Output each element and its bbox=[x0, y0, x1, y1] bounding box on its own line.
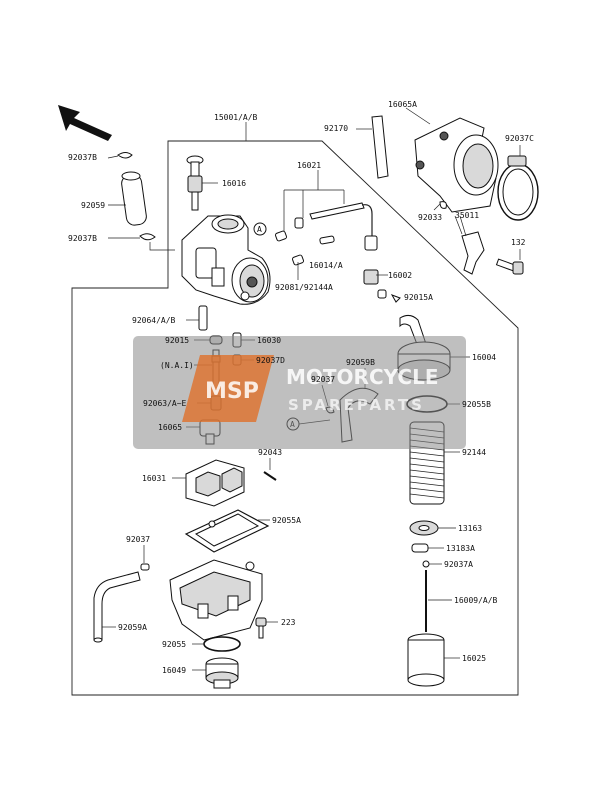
clip-92037-left-icon bbox=[140, 563, 150, 571]
tube-92059-icon bbox=[121, 171, 147, 226]
label-92063: 92063/A~E bbox=[143, 399, 187, 408]
clip-13183A-icon bbox=[411, 543, 429, 553]
clip-92033-icon bbox=[439, 201, 447, 209]
watermark-logo: MSP bbox=[182, 355, 274, 422]
watermark-logo-text: MSP bbox=[205, 379, 259, 404]
washer-13163-icon bbox=[409, 520, 439, 536]
float-16031-icon bbox=[185, 459, 245, 507]
label-16030: 16030 bbox=[257, 336, 281, 345]
label-13163: 13163 bbox=[458, 524, 482, 533]
label-92037C: 92037C bbox=[505, 134, 534, 143]
throttle-valve-16025-icon bbox=[407, 633, 445, 687]
label-92037A: 92037A bbox=[444, 560, 473, 569]
clamp-92037C-icon bbox=[497, 155, 539, 221]
label-92059A: 92059A bbox=[118, 623, 147, 632]
oring-92055-icon bbox=[203, 636, 241, 652]
strap-92170-icon bbox=[371, 115, 389, 179]
label-92055: 92055 bbox=[162, 640, 186, 649]
needle-nut-16002-icon bbox=[363, 269, 387, 299]
label-132: 132 bbox=[511, 238, 526, 247]
throttle-screw-16016-icon bbox=[186, 155, 204, 211]
label-16031: 16031 bbox=[142, 474, 166, 483]
label-92033: 92033 bbox=[418, 213, 442, 222]
label-16002: 16002 bbox=[388, 271, 412, 280]
label-16065A: 16065A bbox=[388, 100, 417, 109]
watermark-title: MOTORCYCLE bbox=[286, 365, 438, 389]
label-92059B: 92059B bbox=[346, 358, 375, 367]
carburetor-body-icon bbox=[181, 214, 271, 305]
assembly-frame bbox=[71, 140, 519, 696]
cable-assembly-16021-icon bbox=[274, 202, 378, 266]
label-13183A: 13183A bbox=[446, 544, 475, 553]
label-92055A: 92055A bbox=[272, 516, 301, 525]
watermark: MSP MOTORCYCLE SPAREPARTS bbox=[133, 336, 466, 449]
clip-92037B-bottom-icon bbox=[139, 233, 156, 241]
clip-92037A-icon bbox=[422, 560, 430, 568]
label-92037B-top: 92037B bbox=[68, 153, 97, 162]
label-nai: (N.A.I) bbox=[160, 361, 194, 370]
label-92037-mid: 92037 bbox=[311, 375, 335, 384]
label-16025: 16025 bbox=[462, 654, 486, 663]
intake-manifold-16065A-icon bbox=[414, 117, 499, 213]
label-16021: 16021 bbox=[297, 161, 321, 170]
label-92043: 92043 bbox=[258, 448, 282, 457]
label-92144: 92144 bbox=[462, 448, 486, 457]
label-92055B: 92055B bbox=[462, 400, 491, 409]
label-16049: 16049 bbox=[162, 666, 186, 675]
front-direction-arrow-icon bbox=[58, 105, 112, 141]
float-bowl-icon bbox=[169, 559, 263, 641]
label-92059: 92059 bbox=[81, 201, 105, 210]
label-16014A: 16014/A bbox=[309, 261, 343, 270]
label-92015A: 92015A bbox=[404, 293, 433, 302]
label-16065: 16065 bbox=[158, 423, 182, 432]
ref-a-upper-label: A bbox=[257, 225, 262, 234]
bolt-132-icon bbox=[495, 258, 524, 275]
drain-plug-16049-icon bbox=[205, 657, 239, 689]
clip-92037B-top-icon bbox=[117, 152, 133, 159]
jet-92064-icon bbox=[198, 305, 208, 331]
label-92015: 92015 bbox=[165, 336, 189, 345]
part-number-labels: 15001/A/B 16065A 92170 92037C 92037B 920… bbox=[68, 100, 534, 675]
label-16016: 16016 bbox=[222, 179, 246, 188]
screw-223-icon bbox=[255, 617, 267, 639]
label-92081: 92081/92144A bbox=[275, 283, 333, 292]
label-92170: 92170 bbox=[324, 124, 348, 133]
label-16004: 16004 bbox=[472, 353, 496, 362]
bracket-35011-icon bbox=[461, 231, 485, 275]
washer-92015A-icon bbox=[390, 294, 401, 303]
label-35011: 35011 bbox=[455, 211, 479, 220]
label-92037D: 92037D bbox=[256, 356, 285, 365]
label-92037-left: 92037 bbox=[126, 535, 150, 544]
label-223: 223 bbox=[281, 618, 296, 627]
tube-92059A-icon bbox=[93, 571, 141, 643]
label-92037B-bottom: 92037B bbox=[68, 234, 97, 243]
label-15001: 15001/A/B bbox=[214, 113, 258, 122]
label-92064: 92064/A/B bbox=[132, 316, 176, 325]
pin-92043-icon bbox=[263, 471, 277, 481]
gasket-92055A-icon bbox=[184, 509, 270, 553]
watermark-subtitle: SPAREPARTS bbox=[288, 396, 425, 414]
label-16009: 16009/A/B bbox=[454, 596, 498, 605]
reference-marker-a-upper: A bbox=[253, 222, 267, 236]
